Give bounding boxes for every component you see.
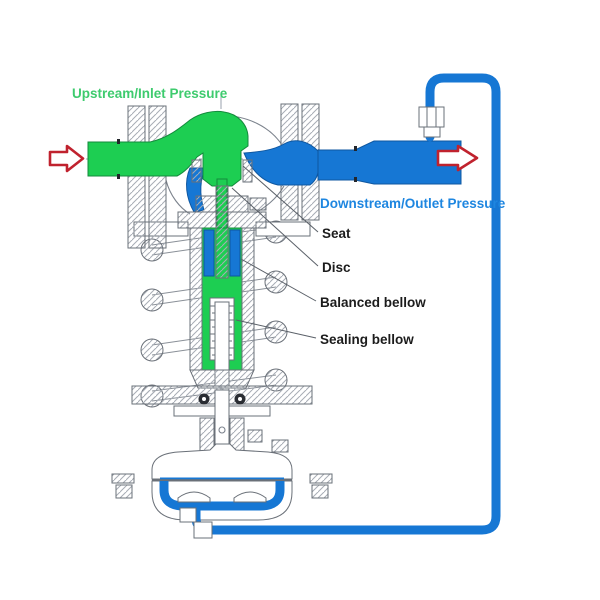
bonnet-bottom [189, 369, 255, 389]
vent-fitting [271, 439, 289, 453]
leader-lines [231, 165, 319, 339]
bonnet-assembly [177, 159, 267, 389]
elbow-fitting-nut [193, 521, 213, 539]
section-ticks [117, 139, 357, 182]
seat-label: Seat [322, 226, 351, 241]
outlet-flow-arrow-icon [436, 144, 479, 172]
compression-fitting-collar [423, 126, 441, 138]
inlet-flow-arrow-icon [48, 144, 85, 173]
sensing-line [179, 73, 501, 539]
disc-label: Disc [322, 260, 351, 275]
gland-lug [249, 197, 267, 211]
bonnet-wall-right [241, 227, 255, 371]
elbow-fitting [179, 507, 197, 523]
actuator-bolts [111, 473, 333, 499]
stem-fitting [247, 429, 263, 443]
actuator [111, 439, 333, 521]
valve-stem-center [215, 185, 229, 279]
inlet-pipe-and-body [87, 110, 249, 187]
bonnet-wall-left [189, 227, 203, 371]
compression-fitting-nut [418, 106, 445, 128]
inlet-flange [127, 105, 146, 249]
balanced-bellow-leader-line [240, 258, 317, 302]
upstream-pressure-label: Upstream/Inlet Pressure [72, 86, 228, 101]
sealing-bellow-leader-line [235, 319, 317, 339]
stem-pin [218, 426, 226, 434]
inlet-flange [148, 105, 167, 249]
diaphragm-plate-left [177, 491, 211, 503]
seat-ring-left [191, 159, 202, 183]
bearing-ball [238, 397, 242, 401]
downstream-pressure-label: Downstream/Outlet Pressure [320, 196, 506, 211]
seat-ring-right [242, 159, 253, 183]
actuator-upper-shell [151, 443, 293, 480]
downstream-flow [186, 140, 462, 213]
outlet-pipe [317, 140, 462, 185]
diaphragm-plate-right [233, 491, 267, 503]
balanced-bellow-right [229, 229, 241, 277]
bearing-ball [202, 397, 206, 401]
diaphragm-chamber [159, 481, 285, 511]
disc-leader-line [231, 187, 319, 267]
balanced-bellow-label: Balanced bellow [320, 295, 426, 310]
sealing-bellow-label: Sealing bellow [320, 332, 414, 347]
downstream-passage [243, 140, 320, 186]
seat-leader-line [242, 165, 319, 233]
balanced-bellow-left [203, 229, 215, 277]
spring-seat-right [255, 221, 311, 237]
